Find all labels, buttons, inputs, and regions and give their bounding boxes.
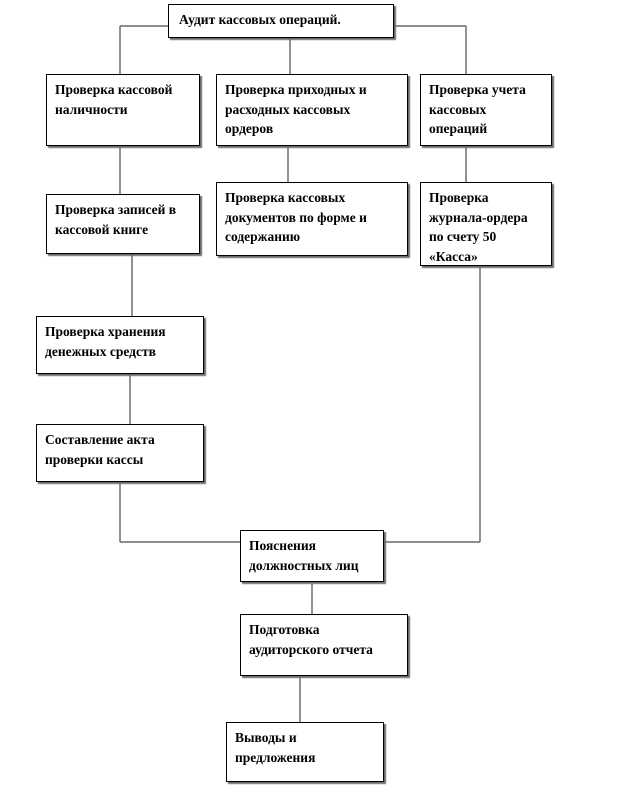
node-docs-check-label: Проверка кассовых документов по форме и … <box>225 190 367 245</box>
node-journal-check: Проверка журнала-ордера по счету 50 «Кас… <box>420 182 552 266</box>
node-root-label: Аудит кассовых операций. <box>179 12 341 27</box>
node-root: Аудит кассовых операций. <box>168 4 394 38</box>
node-conclusions: Выводы и предложения <box>226 722 384 782</box>
node-report-label: Подготовка аудиторского отчета <box>249 622 373 657</box>
node-journal-check-label: Проверка журнала-ордера по счету 50 «Кас… <box>429 190 528 264</box>
node-orders-check: Проверка приходных и расходных кассовых … <box>216 74 408 146</box>
node-docs-check: Проверка кассовых документов по форме и … <box>216 182 408 256</box>
node-cash-check: Проверка кассовой наличности <box>46 74 200 146</box>
node-cash-check-label: Проверка кассовой наличности <box>55 82 173 117</box>
node-accounting-check: Проверка учета кассовых операций <box>420 74 552 146</box>
node-storage-check: Проверка хранения денежных средств <box>36 316 204 374</box>
node-conclusions-label: Выводы и предложения <box>235 730 316 765</box>
node-book-check-label: Проверка записей в кассовой книге <box>55 202 177 237</box>
node-explanations-label: Пояснения должностных лиц <box>249 538 359 573</box>
node-act-label: Составление акта проверки кассы <box>45 432 155 467</box>
node-explanations: Пояснения должностных лиц <box>240 530 384 582</box>
node-report: Подготовка аудиторского отчета <box>240 614 408 676</box>
node-act: Составление акта проверки кассы <box>36 424 204 482</box>
node-accounting-check-label: Проверка учета кассовых операций <box>429 82 526 137</box>
node-book-check: Проверка записей в кассовой книге <box>46 194 200 254</box>
node-storage-check-label: Проверка хранения денежных средств <box>45 324 166 359</box>
node-orders-check-label: Проверка приходных и расходных кассовых … <box>225 82 367 137</box>
